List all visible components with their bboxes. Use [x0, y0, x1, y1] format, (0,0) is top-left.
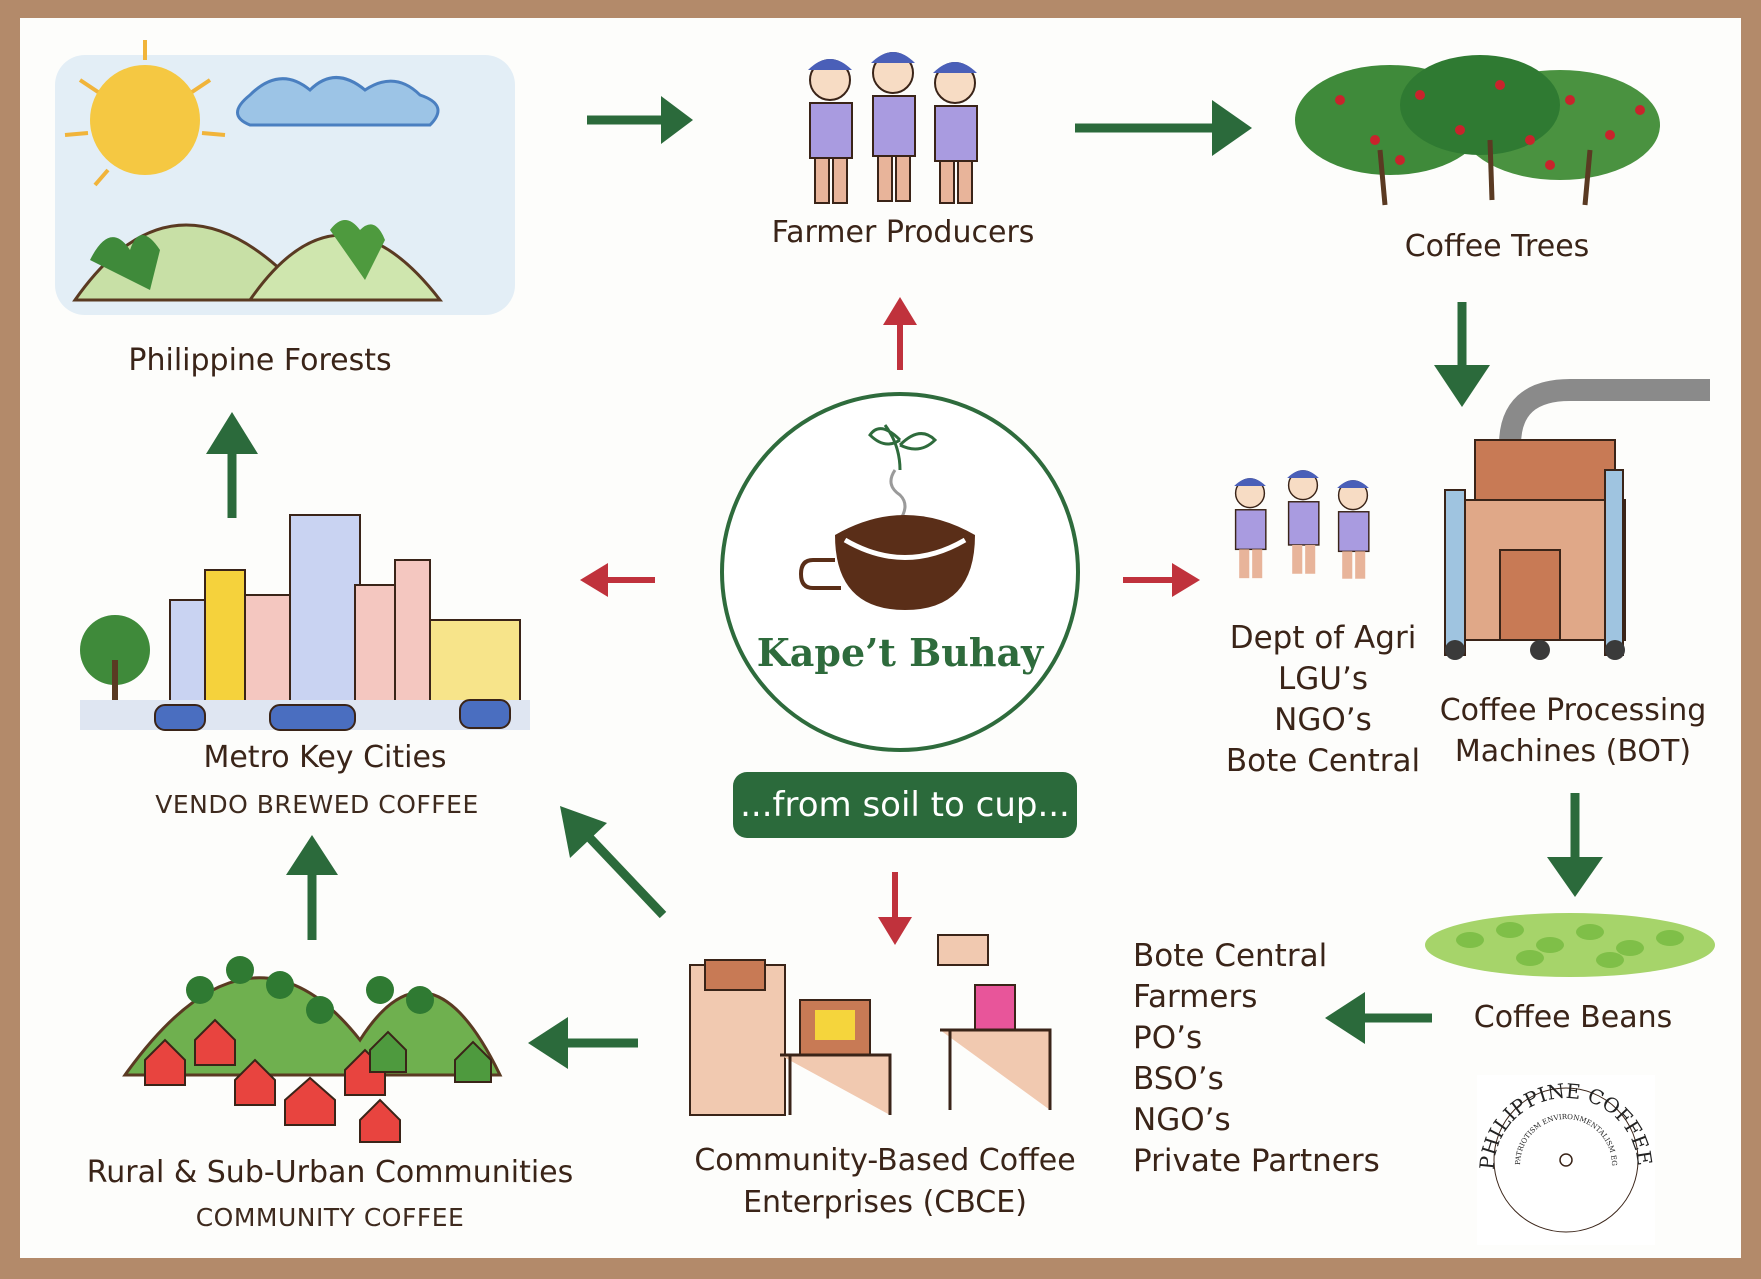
- node-coffee-processing: Coffee Processing Machines (BOT): [1440, 690, 1707, 772]
- support-partner-item: Dept of Agri: [1229, 620, 1417, 656]
- node-cbce: Community-Based Coffee Enterprises (CBCE…: [694, 1140, 1075, 1224]
- coffee-beans-illustration: [1425, 913, 1715, 977]
- sprout-icon: [868, 424, 938, 471]
- market-partner-item: BSO’s: [1133, 1061, 1224, 1097]
- metro-cities-illustration: [80, 514, 530, 731]
- farmers-illustration: [808, 52, 978, 204]
- center-arrows: [580, 297, 1200, 945]
- node-rural-communities: Rural & Sub-Urban Communities: [86, 1155, 574, 1190]
- market-partner-item: NGO’s: [1133, 1102, 1231, 1138]
- coffee-cup-icon: [835, 515, 975, 610]
- partners-figures-illustration: [1234, 470, 1370, 579]
- node-rural-subtitle: COMMUNITY COFFEE: [195, 1203, 465, 1232]
- node-metro-subtitle: VENDO BREWED COFFEE: [155, 790, 479, 819]
- market-partner-item: Bote Central: [1133, 938, 1328, 974]
- support-partner-item: LGU’s: [1277, 661, 1368, 697]
- cbce-illustration: [689, 934, 1052, 1116]
- node-philippine-forests: Philippine Forests: [128, 343, 392, 378]
- node-farmer-producers: Farmer Producers: [771, 215, 1035, 250]
- kapet-buhay-logo: [720, 392, 1080, 752]
- tagline-badge: ...from soil to cup...: [733, 772, 1077, 838]
- market-partner-item: PO’s: [1133, 1020, 1203, 1056]
- node-coffee-trees: Coffee Trees: [1404, 229, 1590, 264]
- market-partner-item: Private Partners: [1133, 1143, 1380, 1179]
- node-cbce-line-2: Enterprises (CBCE): [743, 1185, 1027, 1220]
- brand-name: Kape’t Buhay: [756, 630, 1044, 675]
- node-coffee-processing-line-1: Coffee Processing: [1439, 693, 1707, 728]
- processing-machine-illustration: [1444, 379, 1710, 660]
- node-metro-key-cities: Metro Key Cities: [203, 740, 447, 775]
- forest-illustration: [55, 40, 515, 315]
- node-cbce-line-1: Community-Based Coffee: [694, 1143, 1076, 1178]
- flow-arrows: [206, 96, 1603, 1069]
- coffee-alliance-seal: [1477, 1075, 1655, 1245]
- support-partners-list: Dept of Agri LGU’s NGO’s Bote Central: [1226, 618, 1420, 782]
- market-partners-list: Bote Central Farmers PO’s BSO’s NGO’s Pr…: [1133, 936, 1380, 1182]
- market-partner-item: Farmers: [1133, 979, 1258, 1015]
- support-partner-item: Bote Central: [1225, 743, 1421, 779]
- node-coffee-processing-line-2: Machines (BOT): [1454, 734, 1692, 769]
- node-coffee-beans: Coffee Beans: [1473, 1000, 1673, 1035]
- support-partner-item: NGO’s: [1274, 702, 1372, 738]
- rural-communities-illustration: [122, 956, 503, 1143]
- coffee-trees-illustration: [1295, 55, 1660, 206]
